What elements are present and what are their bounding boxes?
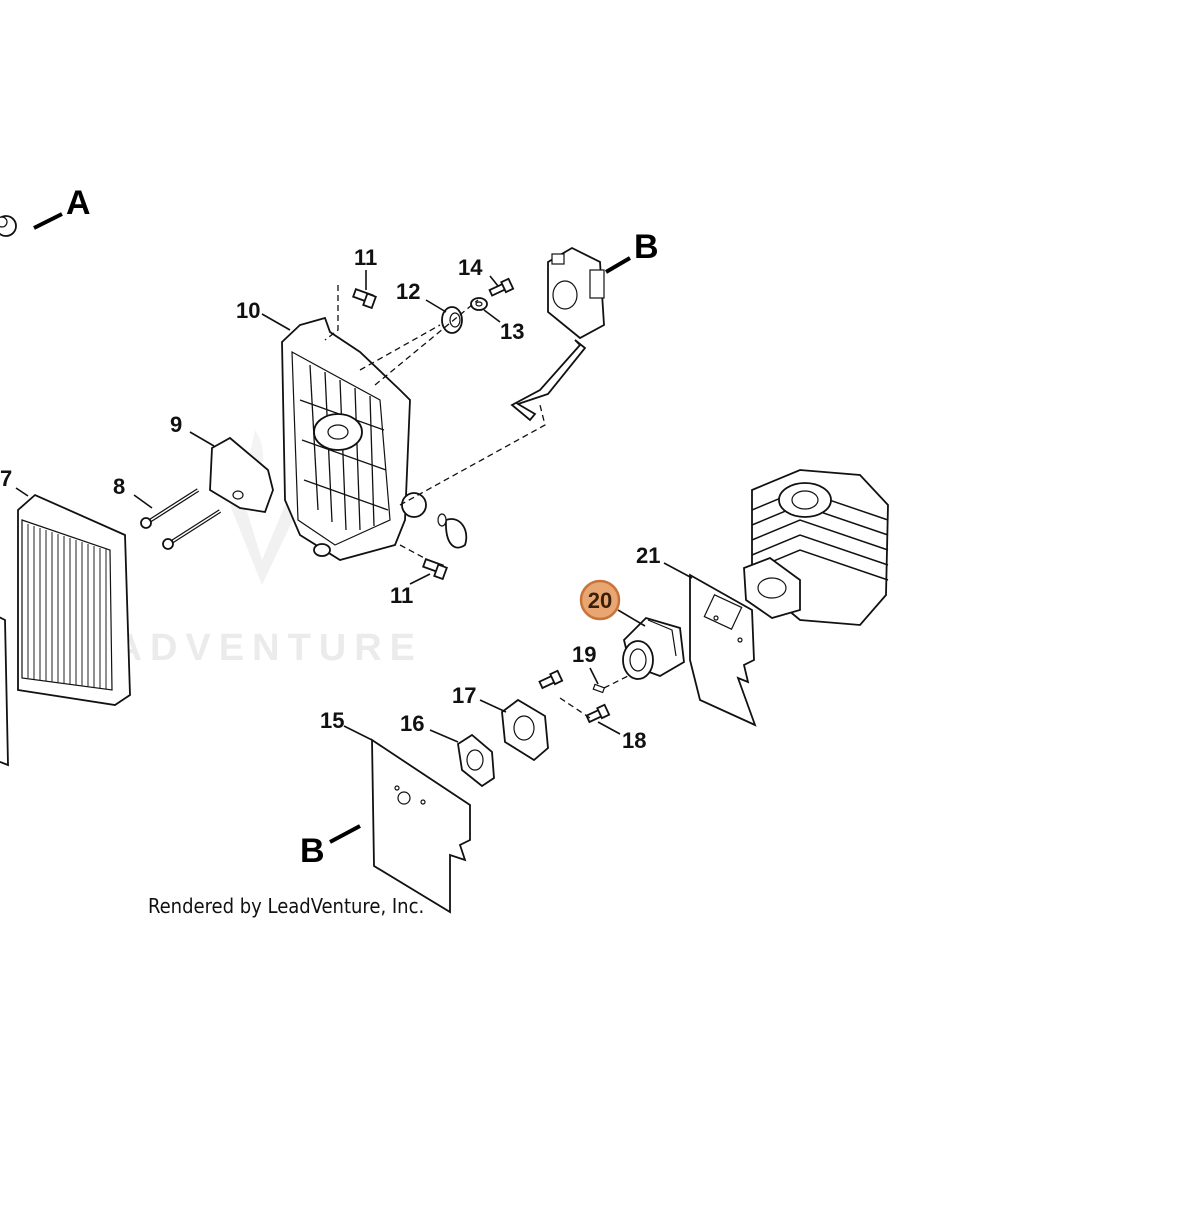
- reference-label-b-bottom: B: [300, 832, 325, 870]
- callout-16[interactable]: 16: [400, 711, 424, 736]
- part-19-pin[interactable]: [592, 683, 606, 694]
- part-20-intake-manifold[interactable]: [622, 616, 685, 680]
- reference-b-top: B: [604, 228, 659, 274]
- render-credit: Rendered by LeadVenture, Inc.: [148, 894, 424, 918]
- reference-label-a: A: [66, 184, 91, 222]
- callout-19[interactable]: 19: [572, 642, 596, 667]
- callout-21[interactable]: 21: [636, 543, 660, 568]
- callout-7[interactable]: 7: [0, 466, 12, 491]
- callout-13[interactable]: 13: [500, 319, 524, 344]
- part-8-screws[interactable]: [140, 488, 222, 550]
- part-21-gasket[interactable]: [689, 573, 757, 727]
- callout-20[interactable]: 20: [588, 588, 612, 613]
- part-7-air-filter[interactable]: [0, 493, 131, 767]
- callout-18[interactable]: 18: [622, 728, 646, 753]
- part-13-washer[interactable]: [470, 297, 488, 311]
- callout-11-lower[interactable]: 11: [390, 583, 413, 608]
- callout-11-upper[interactable]: 11: [354, 245, 377, 270]
- callout-20-highlight[interactable]: 20: [579, 579, 621, 621]
- callout-17[interactable]: 17: [452, 683, 476, 708]
- callout-14[interactable]: 14: [458, 255, 483, 280]
- callout-9[interactable]: 9: [170, 412, 182, 437]
- part-15-gasket[interactable]: [371, 738, 471, 914]
- part-17-spacer[interactable]: [501, 698, 549, 762]
- callout-10[interactable]: 10: [236, 298, 260, 323]
- part-engine-cylinder[interactable]: [743, 469, 889, 626]
- part-18-screws[interactable]: [538, 669, 611, 724]
- callout-8[interactable]: 8: [113, 474, 125, 499]
- callout-15[interactable]: 15: [320, 708, 344, 733]
- part-9-cover[interactable]: [209, 436, 274, 514]
- reference-a: A: [0, 184, 91, 237]
- part-11-screw-upper[interactable]: [352, 288, 377, 310]
- part-14-screw[interactable]: [488, 277, 515, 297]
- part-primer-bulb[interactable]: [437, 513, 468, 549]
- part-11-screw-lower[interactable]: [422, 558, 448, 581]
- part-16-flange[interactable]: [457, 733, 495, 788]
- part-carburetor[interactable]: [510, 246, 605, 422]
- reference-label-b-top: B: [634, 228, 659, 266]
- part-12-grommet[interactable]: [441, 306, 463, 334]
- reference-b-bottom: B: [300, 824, 361, 870]
- part-10-housing[interactable]: [281, 316, 427, 561]
- callout-12[interactable]: 12: [396, 279, 420, 304]
